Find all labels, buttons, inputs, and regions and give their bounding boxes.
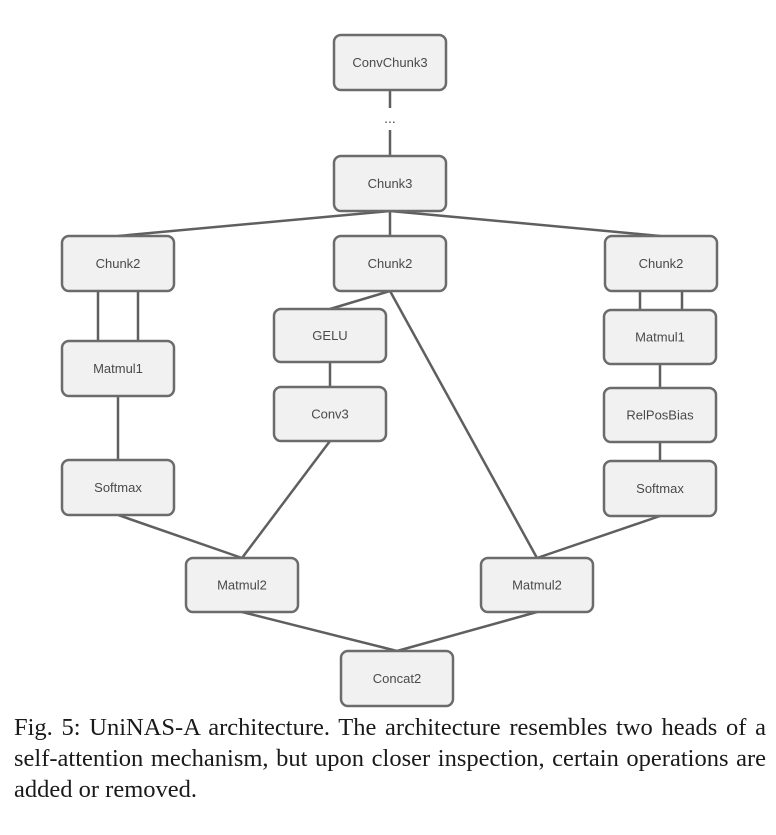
node-label-concat2: Concat2 bbox=[373, 671, 421, 686]
node-label-chunk2-mid: Chunk2 bbox=[368, 256, 413, 271]
node-chunk2-mid: Chunk2 bbox=[332, 234, 448, 293]
architecture-diagram: ... ConvChunk3 Chunk3 Chunk2 Chunk2 Chun… bbox=[60, 33, 719, 708]
node-softmax-left: Softmax bbox=[60, 458, 176, 517]
edge-chunk2-mid-to-gelu bbox=[329, 289, 391, 311]
node-label-matmul2-right: Matmul2 bbox=[512, 578, 562, 593]
edge-matmul2-left-to-concat2 bbox=[241, 610, 398, 653]
node-label-gelu: GELU bbox=[312, 328, 347, 343]
node-chunk2-left: Chunk2 bbox=[60, 234, 176, 293]
node-label-softmax-right: Softmax bbox=[636, 481, 684, 496]
node-label-chunk2-left: Chunk2 bbox=[96, 256, 141, 271]
node-conv3: Conv3 bbox=[272, 385, 388, 443]
node-matmul2-left: Matmul2 bbox=[184, 556, 300, 614]
edge-chunk3-to-chunk2-left bbox=[117, 209, 391, 238]
node-label-convchunk3: ConvChunk3 bbox=[352, 55, 427, 70]
edge-conv3-to-matmul2-left bbox=[241, 440, 331, 559]
node-matmul2-right: Matmul2 bbox=[479, 556, 595, 614]
node-softmax-right: Softmax bbox=[602, 459, 718, 518]
node-convchunk3: ConvChunk3 bbox=[332, 33, 448, 92]
node-label-matmul1-right: Matmul1 bbox=[635, 330, 685, 345]
node-chunk2-right: Chunk2 bbox=[603, 234, 719, 293]
node-relposbias: RelPosBias bbox=[602, 386, 718, 444]
edge-softmax-right-to-matmul2-right bbox=[536, 514, 661, 560]
node-concat2: Concat2 bbox=[339, 649, 455, 708]
node-label-matmul1-left: Matmul1 bbox=[93, 361, 143, 376]
node-label-chunk2-right: Chunk2 bbox=[639, 256, 684, 271]
edge-softmax-left-to-matmul2-left bbox=[117, 513, 243, 560]
edge-chunk3-to-chunk2-right bbox=[389, 209, 661, 238]
node-label-matmul2-left: Matmul2 bbox=[217, 578, 267, 593]
node-label-relposbias: RelPosBias bbox=[626, 408, 694, 423]
node-label-conv3: Conv3 bbox=[311, 407, 349, 422]
node-matmul1-right: Matmul1 bbox=[602, 308, 718, 366]
node-label-softmax-left: Softmax bbox=[94, 480, 142, 495]
node-gelu: GELU bbox=[272, 307, 388, 364]
ellipsis-label: ... bbox=[384, 110, 396, 126]
edge-chunk2-mid-to-matmul2-right bbox=[388, 290, 539, 559]
diagram-edges bbox=[96, 90, 684, 653]
edge-matmul2-right-to-concat2 bbox=[396, 610, 538, 653]
diagram-nodes: ConvChunk3 Chunk3 Chunk2 Chunk2 Chunk2 M… bbox=[60, 33, 719, 708]
figure-caption: Fig. 5: UniNAS-A architecture. The archi… bbox=[14, 714, 766, 803]
node-matmul1-left: Matmul1 bbox=[60, 339, 176, 398]
node-label-chunk3: Chunk3 bbox=[368, 176, 413, 191]
node-chunk3: Chunk3 bbox=[332, 154, 448, 213]
